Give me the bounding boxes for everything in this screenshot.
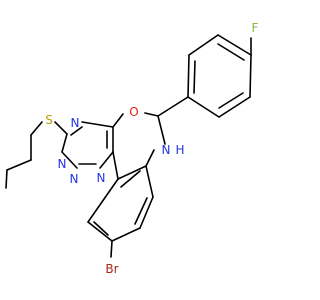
bond	[112, 151, 119, 180]
bond	[187, 54, 190, 98]
fluorine-label: F	[252, 21, 259, 35]
amine-hydrogen-label: H	[175, 143, 184, 157]
double-bond	[70, 126, 83, 136]
bond	[87, 221, 113, 242]
triazine-n2-label: N	[58, 157, 67, 171]
fluorophenyl-ring	[187, 34, 252, 118]
bond	[218, 96, 251, 118]
triazine-ring	[61, 121, 114, 169]
bond	[61, 133, 68, 153]
bond	[157, 115, 166, 145]
sulfur-label: S	[45, 113, 53, 127]
bond	[87, 178, 119, 223]
bond	[144, 112, 159, 117]
bond	[5, 169, 8, 189]
double-bond	[217, 43, 245, 61]
bond	[61, 151, 78, 169]
bond	[111, 227, 141, 242]
bond	[157, 96, 189, 117]
bromobenzene-ring	[87, 165, 154, 258]
double-bond	[134, 197, 148, 225]
bromine-label: Br	[105, 262, 118, 276]
triazine-n1b-label: N	[97, 171, 106, 185]
structure-canvas: F O S N H N N N N Br	[5, 21, 259, 276]
oxygen-label: O	[129, 105, 138, 119]
bond	[188, 34, 219, 56]
bond	[217, 34, 252, 56]
oxazepine-ring	[112, 96, 189, 180]
double-bond	[193, 60, 196, 94]
bond	[117, 165, 147, 180]
butylthio-chain	[5, 121, 68, 189]
double-bond	[218, 92, 244, 109]
bond	[81, 121, 114, 128]
bond	[187, 96, 220, 118]
triazine-n1-label: N	[70, 172, 79, 186]
bond	[54, 121, 68, 135]
bond	[249, 54, 252, 98]
double-bond	[93, 221, 109, 236]
bond	[145, 165, 154, 198]
triazine-n4-label: N	[71, 116, 80, 130]
bond	[139, 196, 154, 229]
molecule-drawing: F O S N H N N N N Br	[5, 21, 259, 276]
bond	[99, 151, 114, 169]
bond	[112, 113, 124, 128]
bond	[110, 240, 113, 258]
bond	[145, 149, 155, 167]
bond	[6, 159, 32, 171]
bond	[30, 121, 43, 136]
amine-nitrogen-label: N	[162, 143, 171, 157]
double-bond	[120, 170, 141, 188]
